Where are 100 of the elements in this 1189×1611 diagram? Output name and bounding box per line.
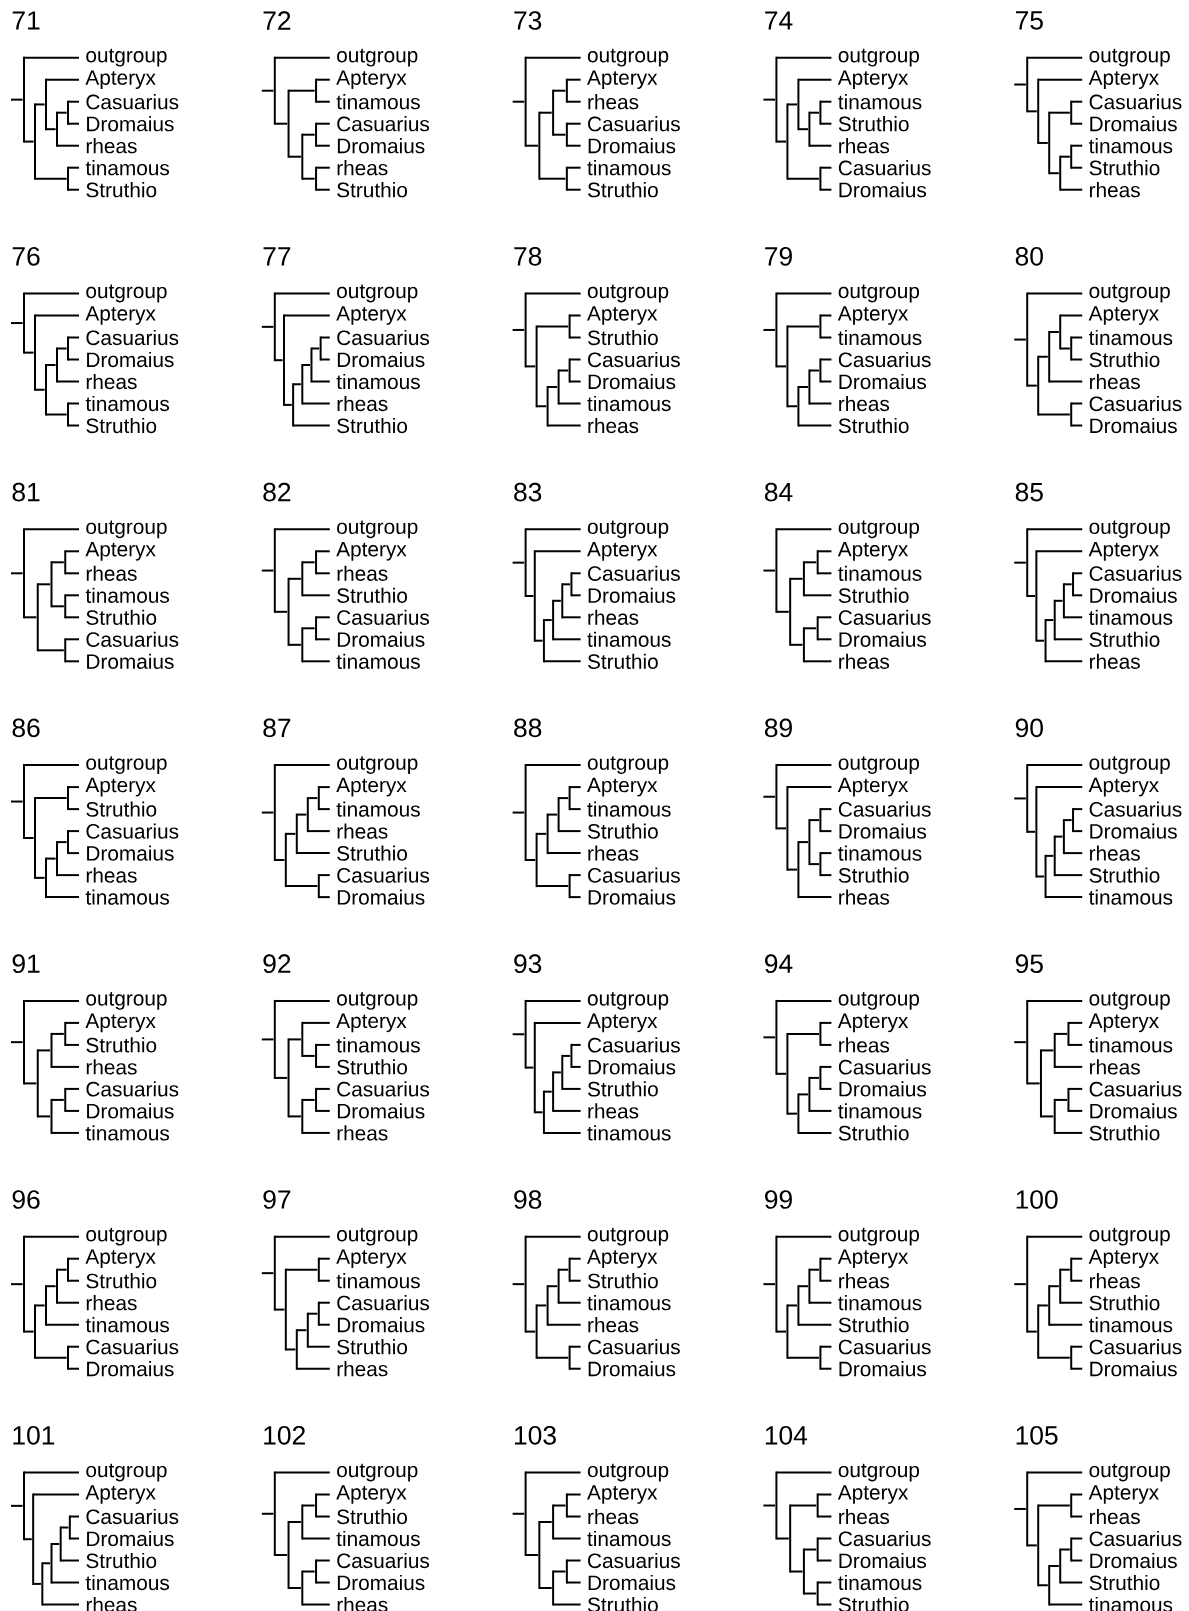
taxon-label: Apteryx — [85, 777, 156, 797]
taxon-label: rheas — [839, 1508, 890, 1525]
vertical-branch — [284, 1268, 287, 1351]
vertical-branch — [1035, 550, 1038, 642]
taxon-label: Struthio — [86, 1037, 157, 1053]
vertical-branch — [561, 1054, 564, 1090]
vertical-branch — [301, 1098, 304, 1134]
taxon-label: Struthio — [86, 609, 157, 625]
taxon-label: Dromaius — [87, 351, 174, 368]
vertical-branch — [565, 166, 568, 191]
vertical-branch — [1070, 1345, 1073, 1370]
tree-number: 78 — [514, 246, 542, 266]
taxon-label: outgroup — [86, 520, 167, 539]
taxon-label: rheas — [86, 138, 137, 154]
taxon-label: outgroup — [337, 284, 418, 303]
tree-number: 104 — [765, 1425, 808, 1445]
taxon-label: outgroup — [86, 992, 167, 1010]
vertical-branch — [786, 325, 789, 408]
vertical-branch — [1053, 599, 1056, 641]
tree-number: 97 — [263, 1190, 291, 1209]
tree-number: 89 — [764, 718, 792, 738]
vertical-branch — [819, 1345, 822, 1370]
vertical-branch — [808, 819, 811, 866]
vertical-branch — [816, 1537, 819, 1562]
vertical-branch — [557, 369, 560, 405]
vertical-branch — [1070, 336, 1073, 361]
vertical-branch — [317, 1301, 320, 1326]
taxon-label: Casuarius — [1089, 1339, 1182, 1355]
vertical-branch — [1059, 155, 1062, 191]
taxon-label: rheas — [1090, 1508, 1140, 1525]
vertical-branch — [546, 813, 549, 855]
vertical-branch — [301, 1021, 304, 1057]
root-branch — [1013, 83, 1027, 86]
taxon-label: tinamous — [587, 801, 671, 817]
vertical-branch — [1072, 808, 1075, 833]
taxon-label: Struthio — [86, 1273, 157, 1289]
taxon-label: Apteryx — [837, 306, 909, 325]
root-branch — [762, 1504, 776, 1507]
vertical-branch — [301, 364, 304, 405]
taxon-label: rheas — [86, 1295, 137, 1311]
taxon-label: Dromaius — [337, 889, 425, 905]
taxon-label: Apteryx — [587, 542, 658, 561]
root-branch — [10, 800, 24, 803]
taxon-label: Casuarius — [1089, 395, 1182, 412]
vertical-branch — [1037, 355, 1040, 416]
taxon-label: tinamous — [336, 373, 420, 390]
vertical-branch — [50, 1543, 53, 1584]
tree-number: 84 — [764, 482, 793, 502]
taxon-label: Dromaius — [588, 373, 676, 390]
vertical-branch — [1037, 1304, 1040, 1359]
taxon-label: Struthio — [337, 417, 407, 434]
tree-number: 74 — [765, 11, 793, 30]
taxon-label: tinamous — [587, 1295, 671, 1311]
vertical-branch — [546, 386, 549, 427]
vertical-branch — [797, 1285, 800, 1326]
taxon-label: Dromaius — [588, 1361, 676, 1377]
taxon-label: Casuarius — [337, 867, 430, 883]
tree-number: 93 — [514, 954, 542, 974]
taxon-label: Casuarius — [86, 823, 179, 839]
taxon-label: tinamous — [336, 801, 420, 817]
vertical-branch — [68, 1515, 71, 1540]
taxon-label: rheas — [839, 653, 890, 669]
taxon-label: Apteryx — [85, 1249, 156, 1269]
taxon-label: rheas — [839, 138, 890, 154]
taxon-label: outgroup — [838, 1227, 920, 1246]
taxon-label: Apteryx — [336, 70, 407, 90]
vertical-branch — [802, 561, 805, 597]
taxon-label: Struthio — [86, 1552, 157, 1569]
vertical-branch — [775, 528, 778, 613]
vertical-branch — [568, 786, 571, 811]
vertical-branch — [273, 292, 276, 362]
root-branch — [762, 569, 776, 572]
taxon-label: outgroup — [337, 48, 418, 67]
taxon-label: Struthio — [587, 182, 658, 198]
taxon-label: Struthio — [587, 1273, 658, 1289]
taxon-label: Struthio — [86, 801, 157, 817]
root-branch — [260, 811, 275, 814]
taxon-label: outgroup — [86, 1227, 167, 1246]
taxon-label: outgroup — [587, 284, 669, 303]
vertical-branch — [306, 1312, 309, 1348]
vertical-branch — [315, 1559, 318, 1584]
taxon-label: Struthio — [838, 1317, 909, 1333]
tree-number: 71 — [12, 11, 40, 30]
taxon-label: rheas — [1090, 182, 1140, 198]
taxon-label: tinamous — [838, 94, 922, 110]
taxon-label: Apteryx — [1088, 306, 1159, 325]
tree-number: 75 — [1015, 11, 1043, 30]
vertical-branch — [565, 1493, 568, 1518]
taxon-label: Apteryx — [837, 1013, 909, 1033]
vertical-branch — [568, 1257, 571, 1282]
vertical-branch — [561, 583, 564, 619]
vertical-branch — [819, 314, 822, 339]
taxon-label: rheas — [839, 889, 890, 905]
taxon-label: Casuarius — [86, 94, 179, 110]
taxon-label: Casuarius — [337, 329, 430, 346]
vertical-branch — [797, 841, 800, 899]
vertical-branch — [1048, 1285, 1051, 1326]
taxon-label: Dromaius — [588, 587, 676, 603]
tree-number: 85 — [1015, 482, 1043, 502]
taxon-label: Struthio — [1089, 1295, 1160, 1311]
